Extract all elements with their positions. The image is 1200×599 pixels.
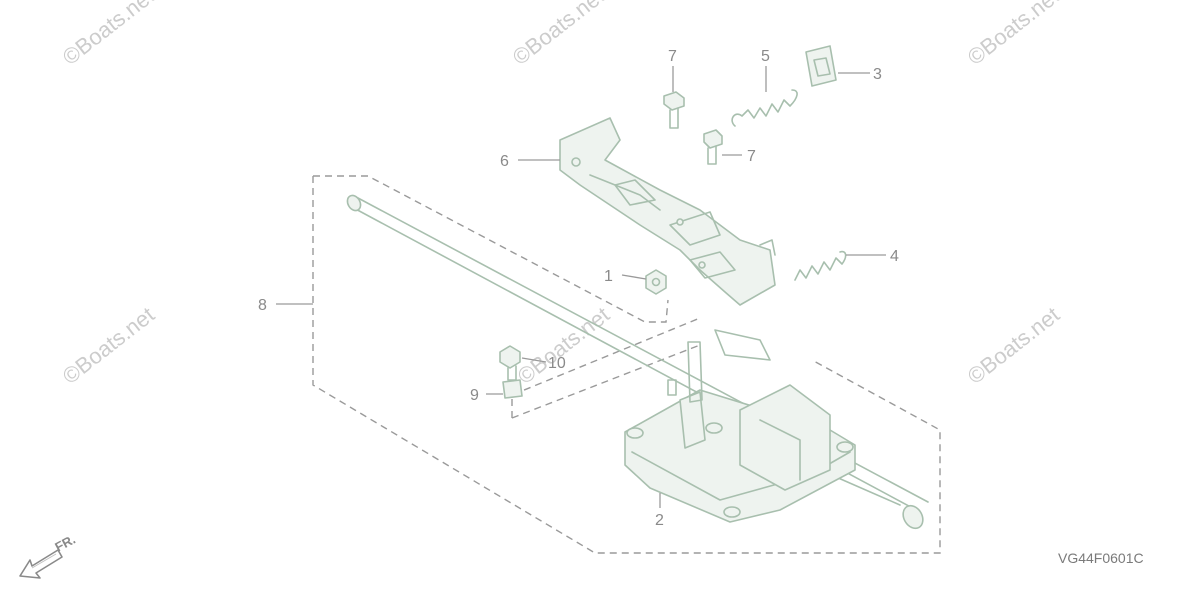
watermark-5: ©Boats.net bbox=[513, 302, 614, 389]
bolt-lower bbox=[703, 129, 723, 165]
callout-2: 2 bbox=[655, 512, 664, 529]
callout-10: 10 bbox=[548, 355, 566, 372]
watermark-6: ©Boats.net bbox=[963, 302, 1064, 389]
callout-9: 9 bbox=[470, 387, 479, 404]
bolt-upper bbox=[663, 91, 685, 129]
callouts: 1 2 3 4 5 6 7 7 8 9 10 bbox=[258, 48, 899, 529]
watermarks: ©Boats.net ©Boats.net ©Boats.net ©Boats.… bbox=[58, 0, 1064, 389]
callout-7a: 7 bbox=[668, 48, 677, 65]
diagram-code: VG44F0601C bbox=[1058, 550, 1144, 566]
callout-6: 6 bbox=[500, 153, 509, 170]
bolt-collar bbox=[499, 345, 523, 399]
gear-case bbox=[624, 329, 856, 523]
shaft bbox=[346, 194, 929, 530]
watermark-3: ©Boats.net bbox=[963, 0, 1064, 70]
callout-5: 5 bbox=[761, 48, 770, 65]
callout-8: 8 bbox=[258, 297, 267, 314]
assembly-outline bbox=[312, 175, 941, 554]
inner-dash-link bbox=[511, 317, 701, 419]
watermark-4: ©Boats.net bbox=[58, 302, 159, 389]
watermark-2: ©Boats.net bbox=[508, 0, 609, 70]
callout-1: 1 bbox=[604, 268, 613, 285]
front-arrow-icon: FR. bbox=[19, 532, 78, 579]
spring-upper bbox=[731, 89, 798, 127]
spring-lower bbox=[794, 250, 847, 281]
leader-lines bbox=[276, 66, 886, 508]
bracket bbox=[559, 117, 776, 306]
nut bbox=[645, 269, 667, 295]
clip bbox=[805, 45, 837, 87]
callout-3: 3 bbox=[873, 66, 882, 83]
callout-7b: 7 bbox=[747, 148, 756, 165]
watermark-1: ©Boats.net bbox=[58, 0, 159, 70]
callout-4: 4 bbox=[890, 248, 899, 265]
